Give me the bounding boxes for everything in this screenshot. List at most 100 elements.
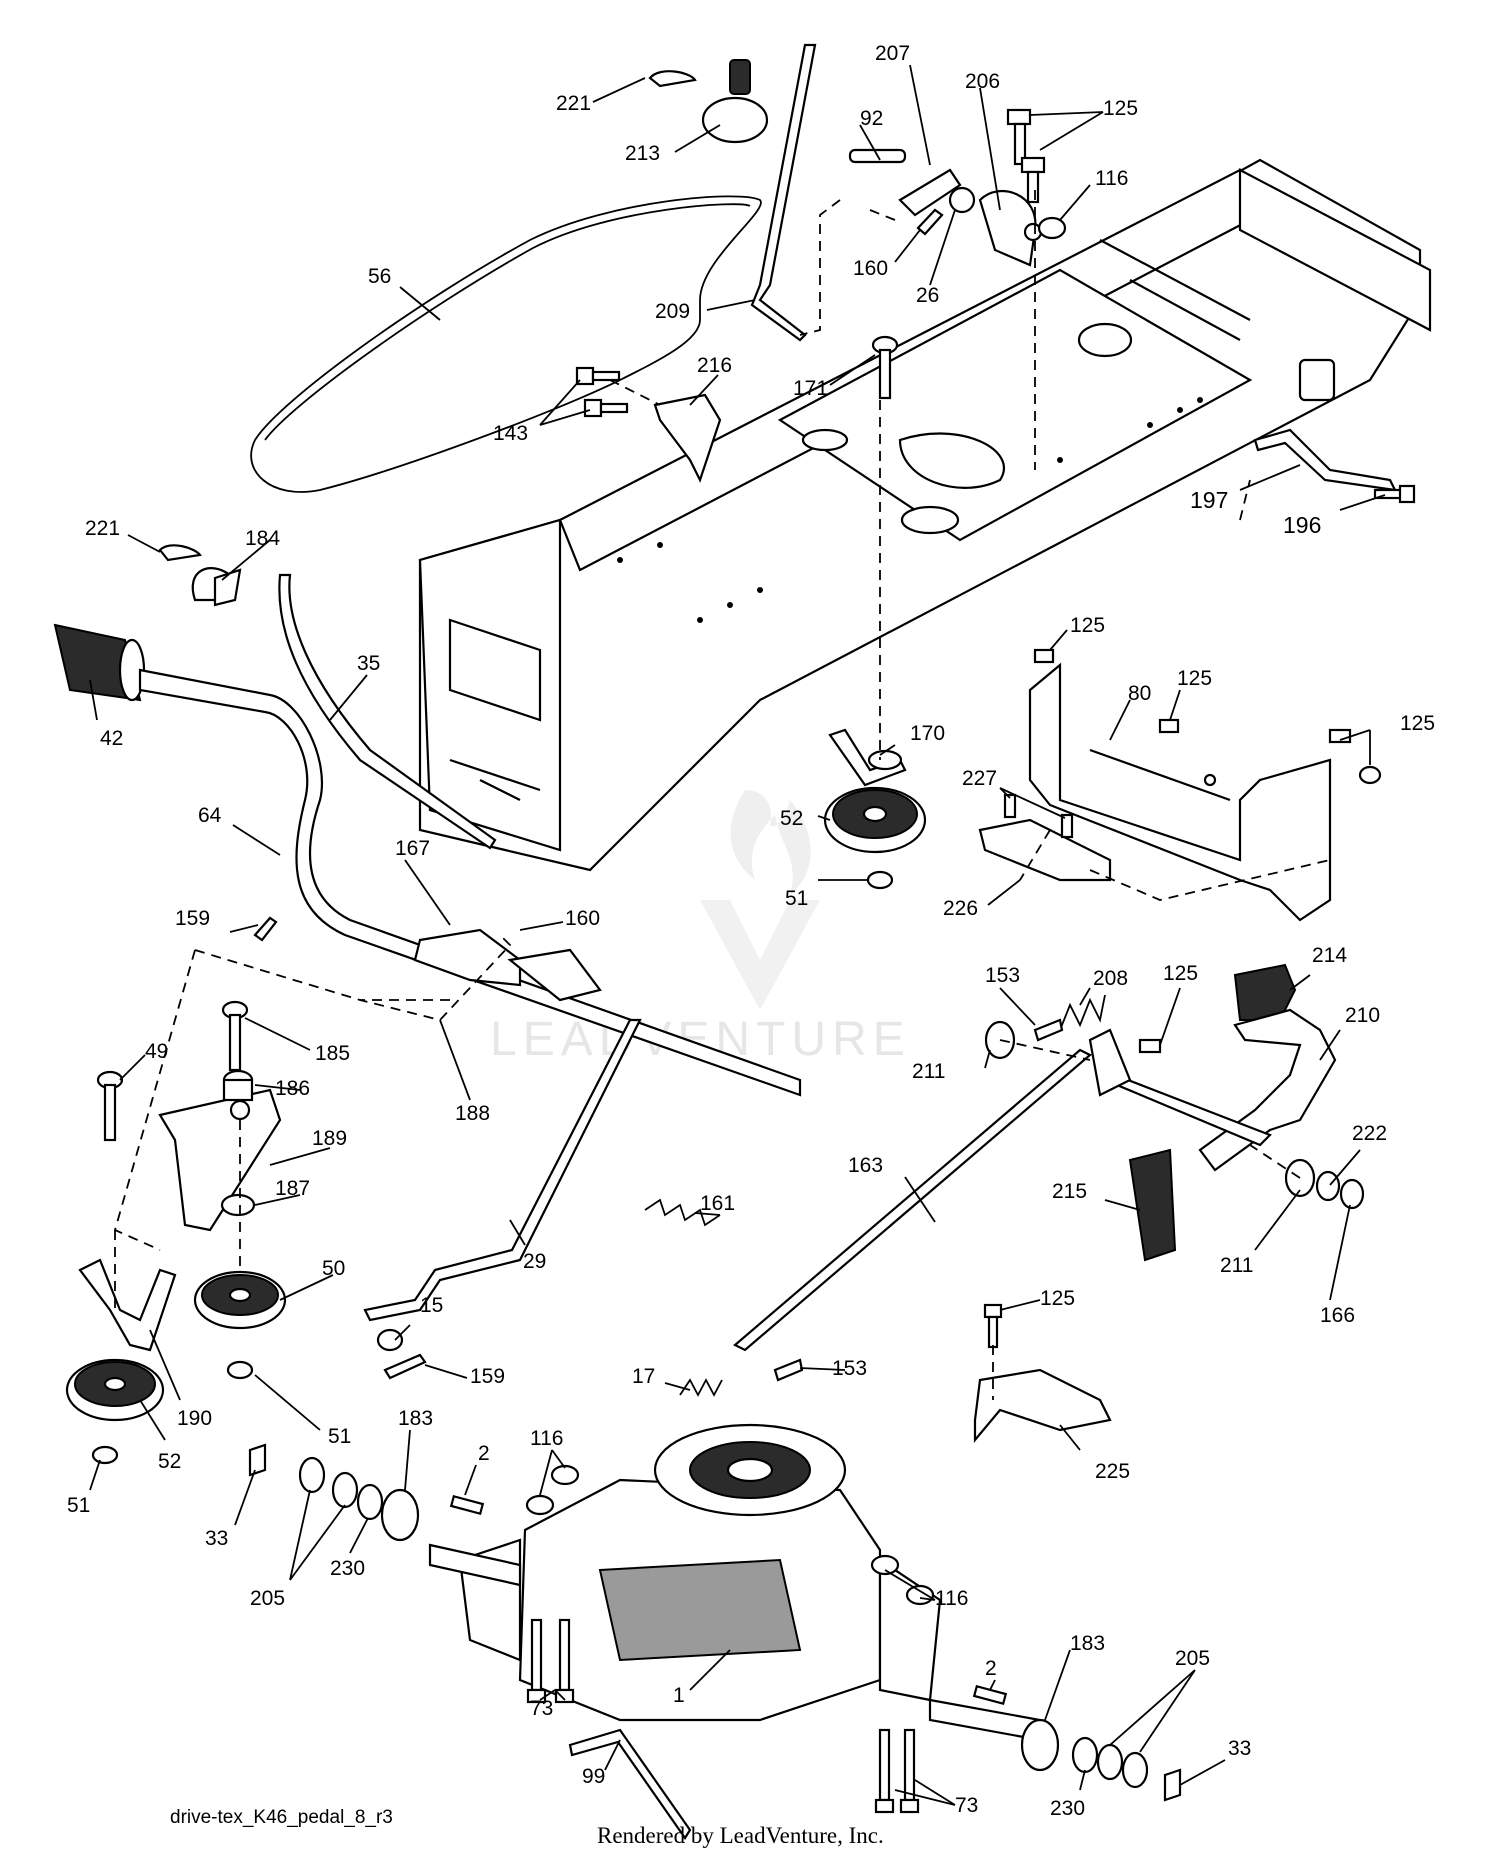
part-label: 183 (398, 1407, 433, 1430)
cotter-pin-160-top (916, 208, 944, 236)
bolt-185 (221, 1000, 249, 1072)
part-label: 51 (67, 1494, 90, 1517)
drive-belt (250, 195, 762, 493)
bolts-125-top (1006, 108, 1046, 204)
part-label: 230 (330, 1557, 365, 1580)
idler-arm-190 (78, 1258, 177, 1352)
part-label: 116 (1095, 167, 1128, 190)
pedal-cover-215 (1128, 1148, 1177, 1262)
transaxle-1 (458, 1423, 942, 1722)
part-label: 80 (1128, 682, 1151, 705)
part-label: 190 (177, 1407, 212, 1430)
part-label: 99 (582, 1765, 605, 1788)
hairpin-clip-221-top (648, 70, 697, 88)
part-label: 226 (943, 897, 978, 920)
cross-shaft-pedal (1088, 1028, 1272, 1147)
bracket-225 (973, 1368, 1112, 1444)
carriage-bolt-171 (871, 335, 899, 400)
nut-51-center (866, 870, 894, 890)
part-label: 189 (312, 1127, 347, 1150)
axle-left (428, 1543, 522, 1587)
watermark-logo-icon (700, 790, 820, 1010)
part-label: 186 (275, 1077, 310, 1100)
leader-lines (89, 64, 1386, 1806)
part-label: 125 (1400, 712, 1435, 735)
knob-213 (701, 59, 769, 144)
rod-29 (363, 1018, 642, 1322)
part-label: 51 (785, 887, 808, 910)
part-label: 92 (860, 107, 883, 130)
chassis-frame (418, 158, 1432, 872)
cotter-pin-15-159 (376, 1328, 427, 1380)
part-number-labels: 221 213 207 92 206 125 116 160 26 209 56… (67, 42, 1435, 1820)
grip-42 (53, 623, 146, 702)
assembly-guide-lines (113, 190, 1331, 1400)
spring-161 (644, 1198, 721, 1227)
plate-189 (158, 1088, 282, 1232)
part-label: 51 (328, 1425, 351, 1448)
part-label: 230 (1050, 1797, 1085, 1820)
park-brake-rod (750, 43, 817, 342)
left-axle-hardware (248, 1443, 485, 1542)
part-label: 2 (985, 1657, 997, 1680)
part-label: 170 (910, 722, 945, 745)
washer-187 (220, 1193, 256, 1217)
part-label: 161 (700, 1192, 735, 1215)
part-label: 64 (198, 804, 222, 827)
part-label: 225 (1095, 1460, 1130, 1483)
part-label: 50 (322, 1257, 345, 1280)
bushings-211-222-166 (1284, 1158, 1365, 1210)
part-label: 153 (832, 1357, 867, 1380)
part-label: 56 (368, 265, 391, 288)
part-label: 210 (1345, 1004, 1380, 1027)
idler-arm-170 (828, 728, 907, 787)
part-label: 171 (793, 377, 828, 400)
bracket-216 (653, 393, 722, 483)
part-label: 159 (175, 907, 210, 930)
rod-99 (568, 1728, 692, 1840)
part-label: 211 (912, 1060, 945, 1083)
knob-184 (191, 567, 242, 607)
part-label: 52 (158, 1450, 181, 1473)
part-label: 49 (145, 1040, 168, 1063)
part-label: 116 (935, 1587, 968, 1610)
pulley-50 (193, 1270, 287, 1330)
part-label: 52 (780, 807, 803, 830)
spring-clip-26 (948, 186, 976, 214)
part-label: 214 (1312, 944, 1347, 967)
part-label: 125 (1070, 614, 1105, 637)
bolts-227 (1003, 793, 1074, 839)
spring-17 (679, 1378, 723, 1397)
part-label: 17 (632, 1365, 655, 1388)
part-label: 125 (1177, 667, 1212, 690)
clip-153-upper (1033, 1018, 1064, 1042)
part-label: 116 (530, 1427, 563, 1450)
part-label: 211 (1220, 1254, 1253, 1277)
diagram-id: drive-tex_K46_pedal_8_r3 (170, 1807, 393, 1828)
rod-163 (733, 1048, 1092, 1352)
nut-51-left (91, 1445, 119, 1465)
part-label: 222 (1352, 1122, 1387, 1145)
bracket-207 (848, 148, 962, 217)
part-label: 163 (848, 1154, 883, 1177)
part-label: 73 (530, 1697, 553, 1720)
part-label: 183 (1070, 1632, 1105, 1655)
part-label: 29 (523, 1250, 546, 1273)
part-label: 159 (470, 1365, 505, 1388)
nut-51-mid (226, 1360, 254, 1380)
part-label: 26 (916, 284, 939, 307)
part-label: 167 (395, 837, 430, 860)
part-label: 215 (1052, 1180, 1087, 1203)
nut-116-top (1037, 216, 1067, 240)
bolt-125-lower (983, 1303, 1003, 1349)
lever-64 (138, 668, 802, 1097)
part-label: 153 (985, 964, 1020, 987)
part-label: 188 (455, 1102, 490, 1125)
part-label: 187 (275, 1177, 310, 1200)
part-label: 160 (853, 257, 888, 280)
part-label: 227 (962, 767, 997, 790)
part-label: 213 (625, 142, 660, 165)
part-label: 73 (955, 1794, 978, 1817)
bracket-206 (978, 190, 1043, 267)
